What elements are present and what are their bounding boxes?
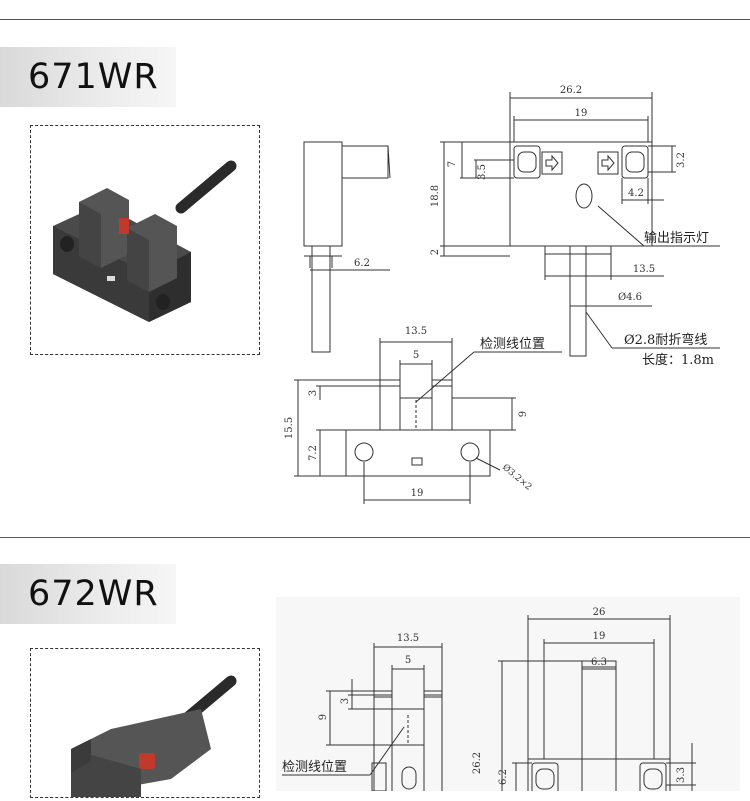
dim-672-5: 5 xyxy=(405,655,411,666)
dim-cable-dia: Ø4.6 xyxy=(618,292,642,303)
dim-hole: Ø3.2×2 xyxy=(500,462,534,493)
section-divider xyxy=(0,537,750,538)
dim-2: 2 xyxy=(430,249,441,255)
top-divider xyxy=(0,19,750,20)
dim-6-2: 6.2 xyxy=(354,258,370,269)
dim-bottom-13-5: 13.5 xyxy=(405,326,427,337)
dim-672-26-2: 26.2 xyxy=(472,752,483,774)
model-tab-672wr: 672WR xyxy=(0,564,176,624)
dim-bottom-3: 3 xyxy=(308,390,319,396)
label-detect: 检测线位置 xyxy=(480,337,545,352)
dim-18-8: 18.8 xyxy=(430,185,441,207)
dim-672-9: 9 xyxy=(318,714,329,720)
dim-7: 7 xyxy=(447,161,458,167)
label-led: 输出指示灯 xyxy=(644,230,709,246)
label-length: 长度：1.8m xyxy=(642,352,714,368)
product-photo-672wr xyxy=(71,675,237,797)
dim-672-13-5: 13.5 xyxy=(397,633,419,644)
dim-672-26: 26 xyxy=(593,607,606,618)
dim-19: 19 xyxy=(575,108,588,119)
dim-672-6-2: 6.2 xyxy=(498,769,509,785)
technical-drawing-672wr: 13.5 5 9 3 26 19 6.3 26.2 6.2 3.3 检测线位置 xyxy=(276,597,740,791)
dim-3-2: 3.2 xyxy=(676,152,687,168)
label-cable: Ø2.8耐折弯线 xyxy=(624,332,707,348)
product-photo-frame xyxy=(30,125,260,355)
product-photo-671wr xyxy=(53,160,237,322)
dim-bottom-9: 9 xyxy=(518,411,529,417)
dim-672-19: 19 xyxy=(593,631,606,642)
model-title: 671WR xyxy=(28,57,159,97)
model-title: 672WR xyxy=(28,574,159,614)
model-tab-671wr: 671WR xyxy=(0,47,176,107)
dim-bottom-15-5: 15.5 xyxy=(284,417,295,439)
dim-672-6-3: 6.3 xyxy=(591,657,607,668)
dim-3-5: 3.5 xyxy=(477,164,488,180)
technical-drawing-671wr: 26.2 19 7 3.5 18.8 2 3.2 4.2 6.2 13.5 Ø4… xyxy=(284,85,740,510)
dim-26-2: 26.2 xyxy=(560,85,582,96)
dim-bottom-19: 19 xyxy=(411,488,424,499)
dim-bottom-5: 5 xyxy=(413,350,419,361)
dim-bottom-7-2: 7.2 xyxy=(308,445,319,461)
label-detect-672: 检测线位置 xyxy=(282,760,347,775)
product-photo-frame xyxy=(30,648,260,798)
dim-672-3: 3 xyxy=(340,698,351,704)
dim-672-3-3: 3.3 xyxy=(676,767,687,783)
dim-13-5: 13.5 xyxy=(633,264,655,275)
dim-4-2: 4.2 xyxy=(628,188,644,199)
